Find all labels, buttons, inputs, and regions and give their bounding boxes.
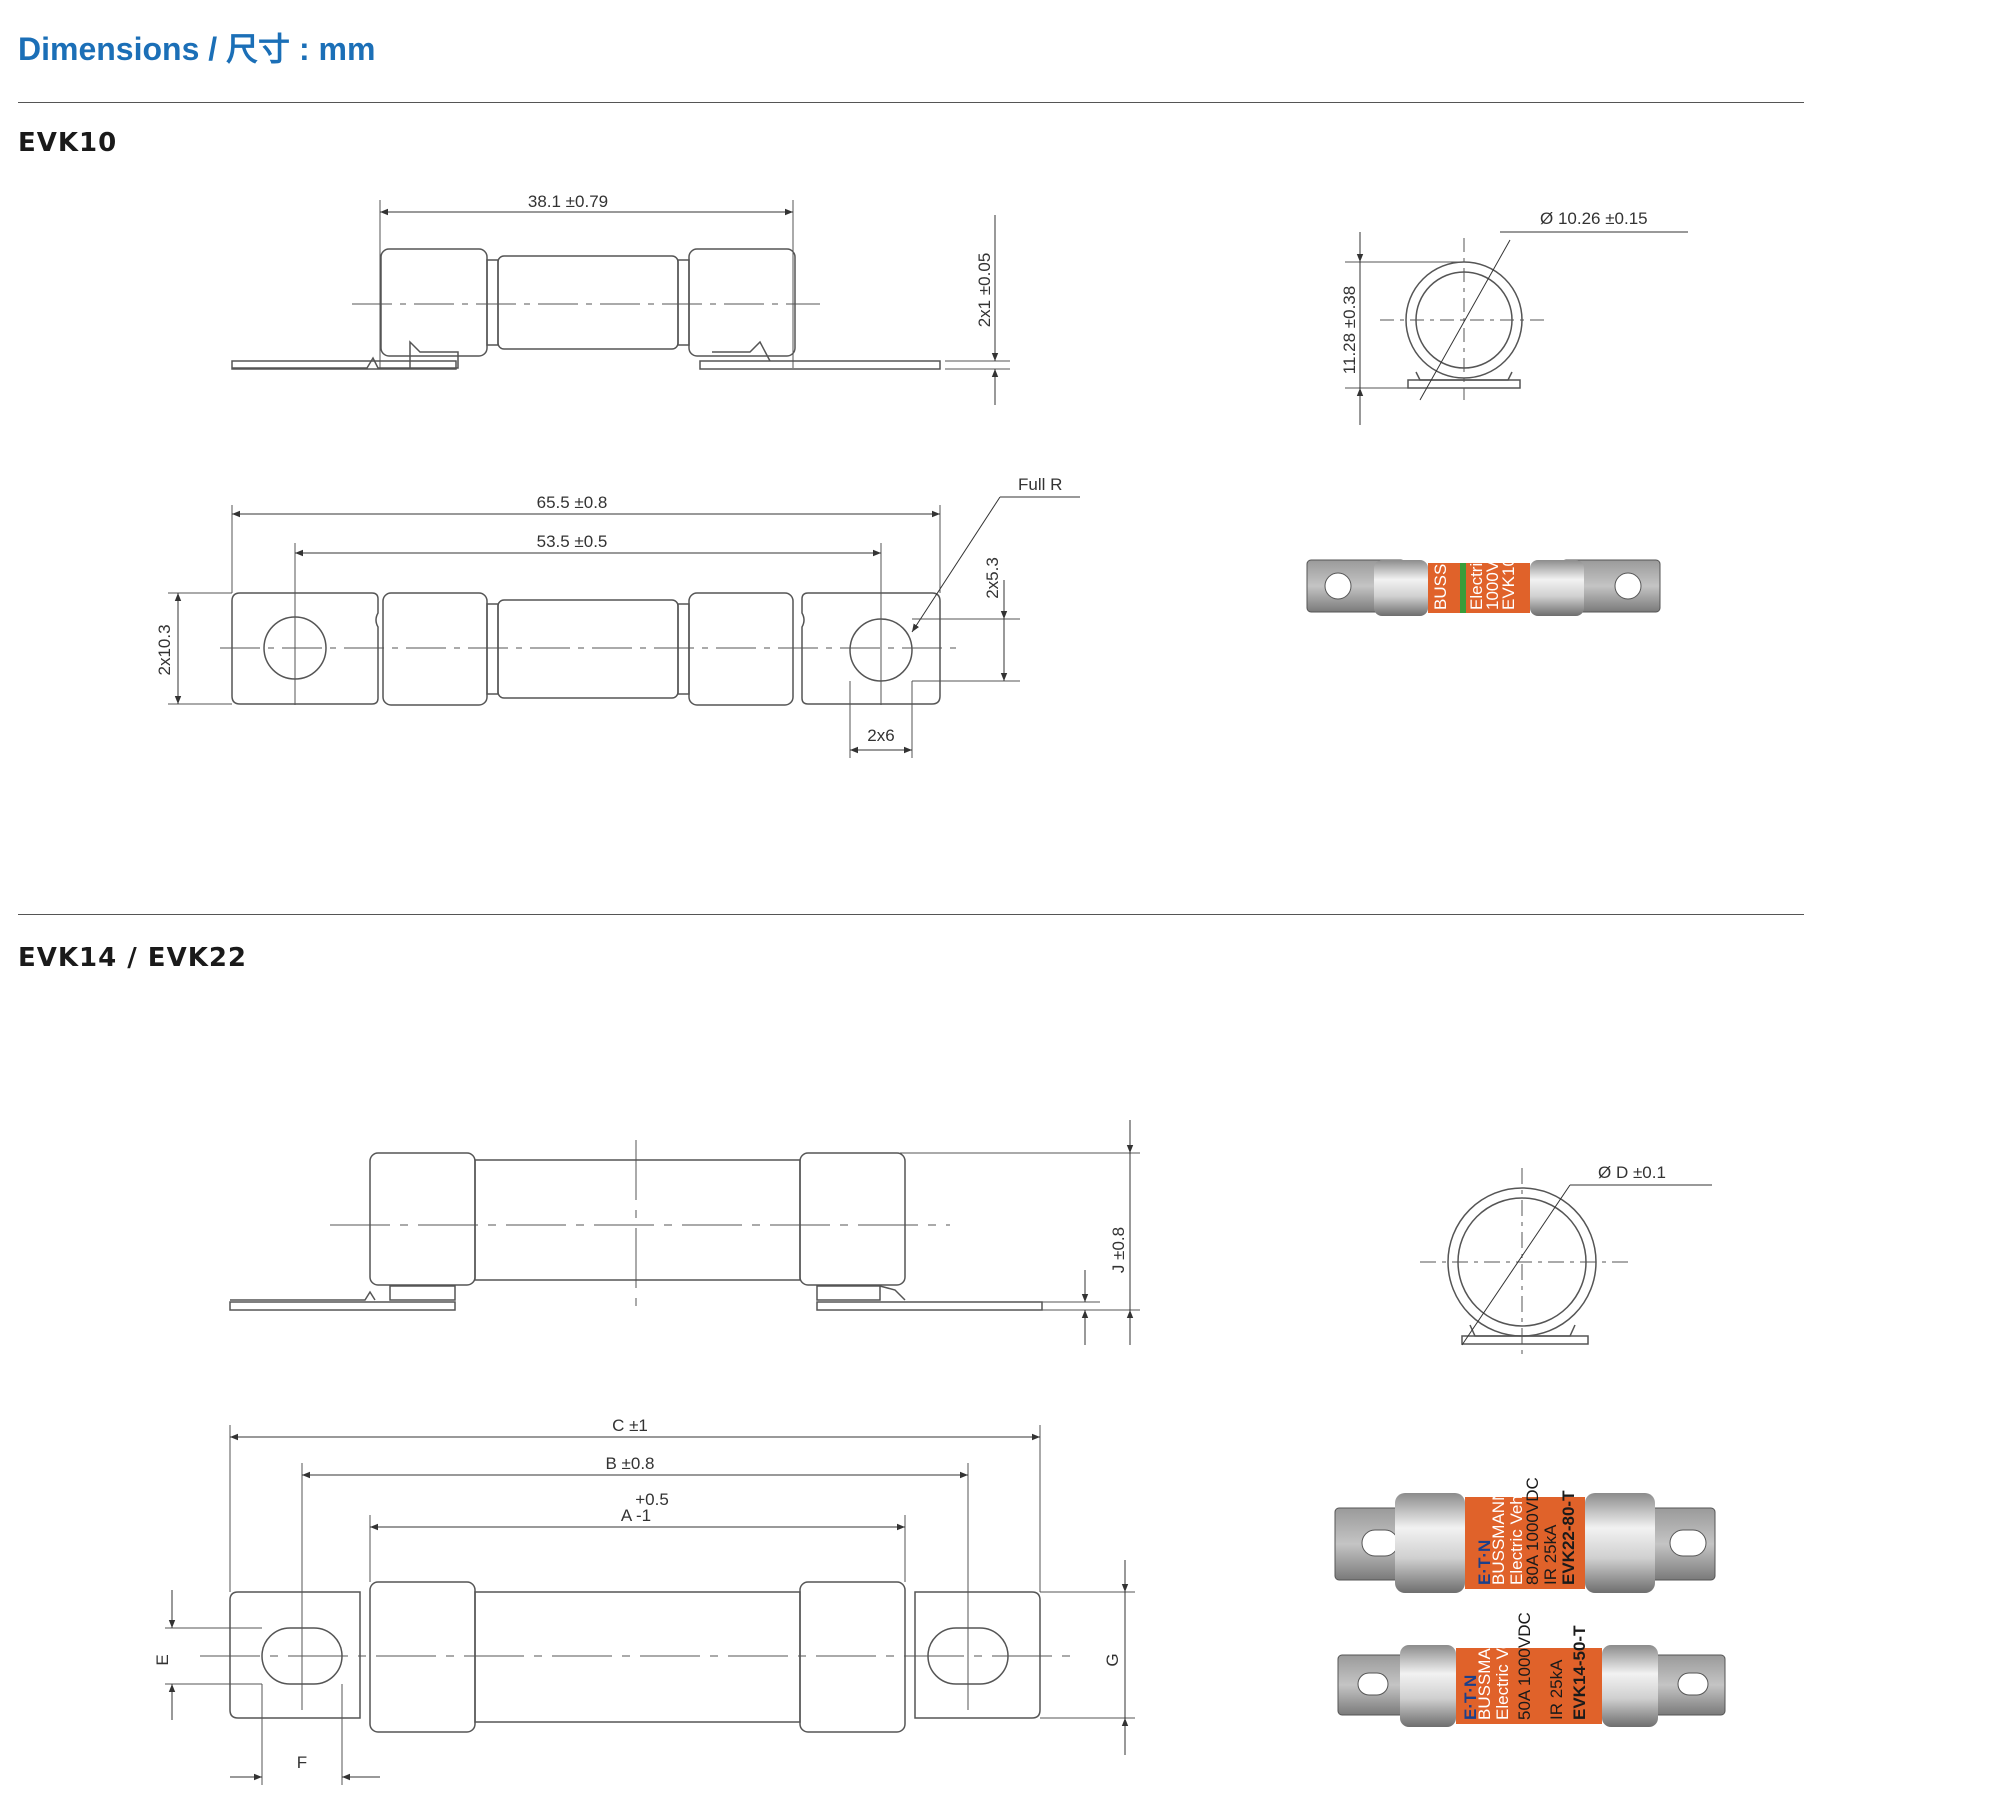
- dim-evk10-slot-length: 2x6: [867, 726, 894, 745]
- dim-evk10-tab-half-width: 2x10.3: [155, 624, 174, 675]
- evk14-photo-label-3: Electric Vehicle: [1493, 1605, 1512, 1720]
- evk14-photo-label-6: EVK14-50-T: [1570, 1625, 1589, 1720]
- evk14-photo-label-1: E·T·N: [1461, 1675, 1480, 1720]
- evk22-photo-label-5: IR 25kA: [1541, 1524, 1560, 1585]
- dim-evk14-end-diameter: Ø D ±0.1: [1598, 1163, 1666, 1182]
- dim-evk14-height-j: J ±0.8: [1109, 1227, 1128, 1273]
- dim-evk10-tab-thickness: 2x1 ±0.05: [975, 253, 994, 328]
- evk22-photo-label-4: 80A 1000VDC: [1523, 1477, 1542, 1585]
- evk10-photo-label-4: EVK10-30-T: [1499, 516, 1518, 610]
- dim-evk14-slot-e: E: [153, 1654, 172, 1665]
- section-title-evk14-evk22: EVK14 / EVK22: [18, 943, 248, 973]
- dim-evk10-hole-spacing: 53.5 ±0.5: [537, 532, 608, 551]
- dim-evk14-body-a-plus: +0.5: [635, 1490, 669, 1509]
- dim-evk14-overall-c: C ±1: [612, 1416, 648, 1435]
- dim-evk14-tab-g: G: [1103, 1653, 1122, 1666]
- evk22-photo: E·T·N BUSSMANN Electric Vehicle 80A 1000…: [1334, 1470, 1716, 1593]
- evk14-photo: E·T·N BUSSMANN Electric Vehicle 50A 1000…: [1337, 1605, 1726, 1727]
- evk10-photo-label-3: 1000VDC: [1483, 536, 1502, 610]
- dim-evk14-slot-f: F: [297, 1753, 307, 1772]
- dim-evk10-end-diameter: Ø 10.26 ±0.15: [1540, 209, 1648, 228]
- dim-evk10-full-r: Full R: [1018, 475, 1062, 494]
- evk10-photo: BUSSMANN Electric Vehicle 1000VDC EVK10-…: [1306, 495, 1661, 616]
- evk22-photo-label-1: E·T·N: [1475, 1540, 1494, 1585]
- evk14-photo-label-2: BUSSMANN: [1475, 1624, 1494, 1720]
- divider-middle: [18, 914, 1804, 915]
- page-title: Dimensions / 尺寸 : mm: [18, 31, 376, 67]
- evk14-top-view: [165, 1425, 1135, 1785]
- dim-evk10-end-height: 11.28 ±0.38: [1340, 286, 1359, 374]
- dim-evk14-body-a: A -1: [621, 1506, 651, 1525]
- evk22-photo-label-3: Electric Vehicle: [1507, 1470, 1526, 1585]
- evk14-photo-label-4: 50A 1000VDC: [1515, 1612, 1534, 1720]
- evk14-side-view: [229, 1120, 1140, 1345]
- dim-evk10-slot-half-width: 2x5.3: [983, 557, 1002, 599]
- evk10-side-view: [231, 200, 1010, 405]
- evk22-photo-label-2: BUSSMANN: [1489, 1489, 1508, 1585]
- evk10-end-view: [1345, 231, 1688, 425]
- evk22-photo-label-6: EVK22-80-T: [1559, 1490, 1578, 1585]
- evk14-photo-label-5: IR 25kA: [1547, 1659, 1566, 1720]
- evk14-end-view: [1420, 1168, 1712, 1355]
- divider-top: [18, 102, 1804, 103]
- evk10-photo-label-1: BUSSMANN: [1431, 514, 1450, 610]
- evk10-top-view: [168, 496, 1080, 758]
- dim-evk10-side-length: 38.1 ±0.79: [528, 192, 608, 211]
- section-title-evk10: EVK10: [18, 128, 118, 158]
- evk10-photo-label-2: Electric Vehicle: [1467, 495, 1486, 610]
- dim-evk10-overall-length: 65.5 ±0.8: [537, 493, 608, 512]
- dim-evk14-hole-spacing-b: B ±0.8: [605, 1454, 654, 1473]
